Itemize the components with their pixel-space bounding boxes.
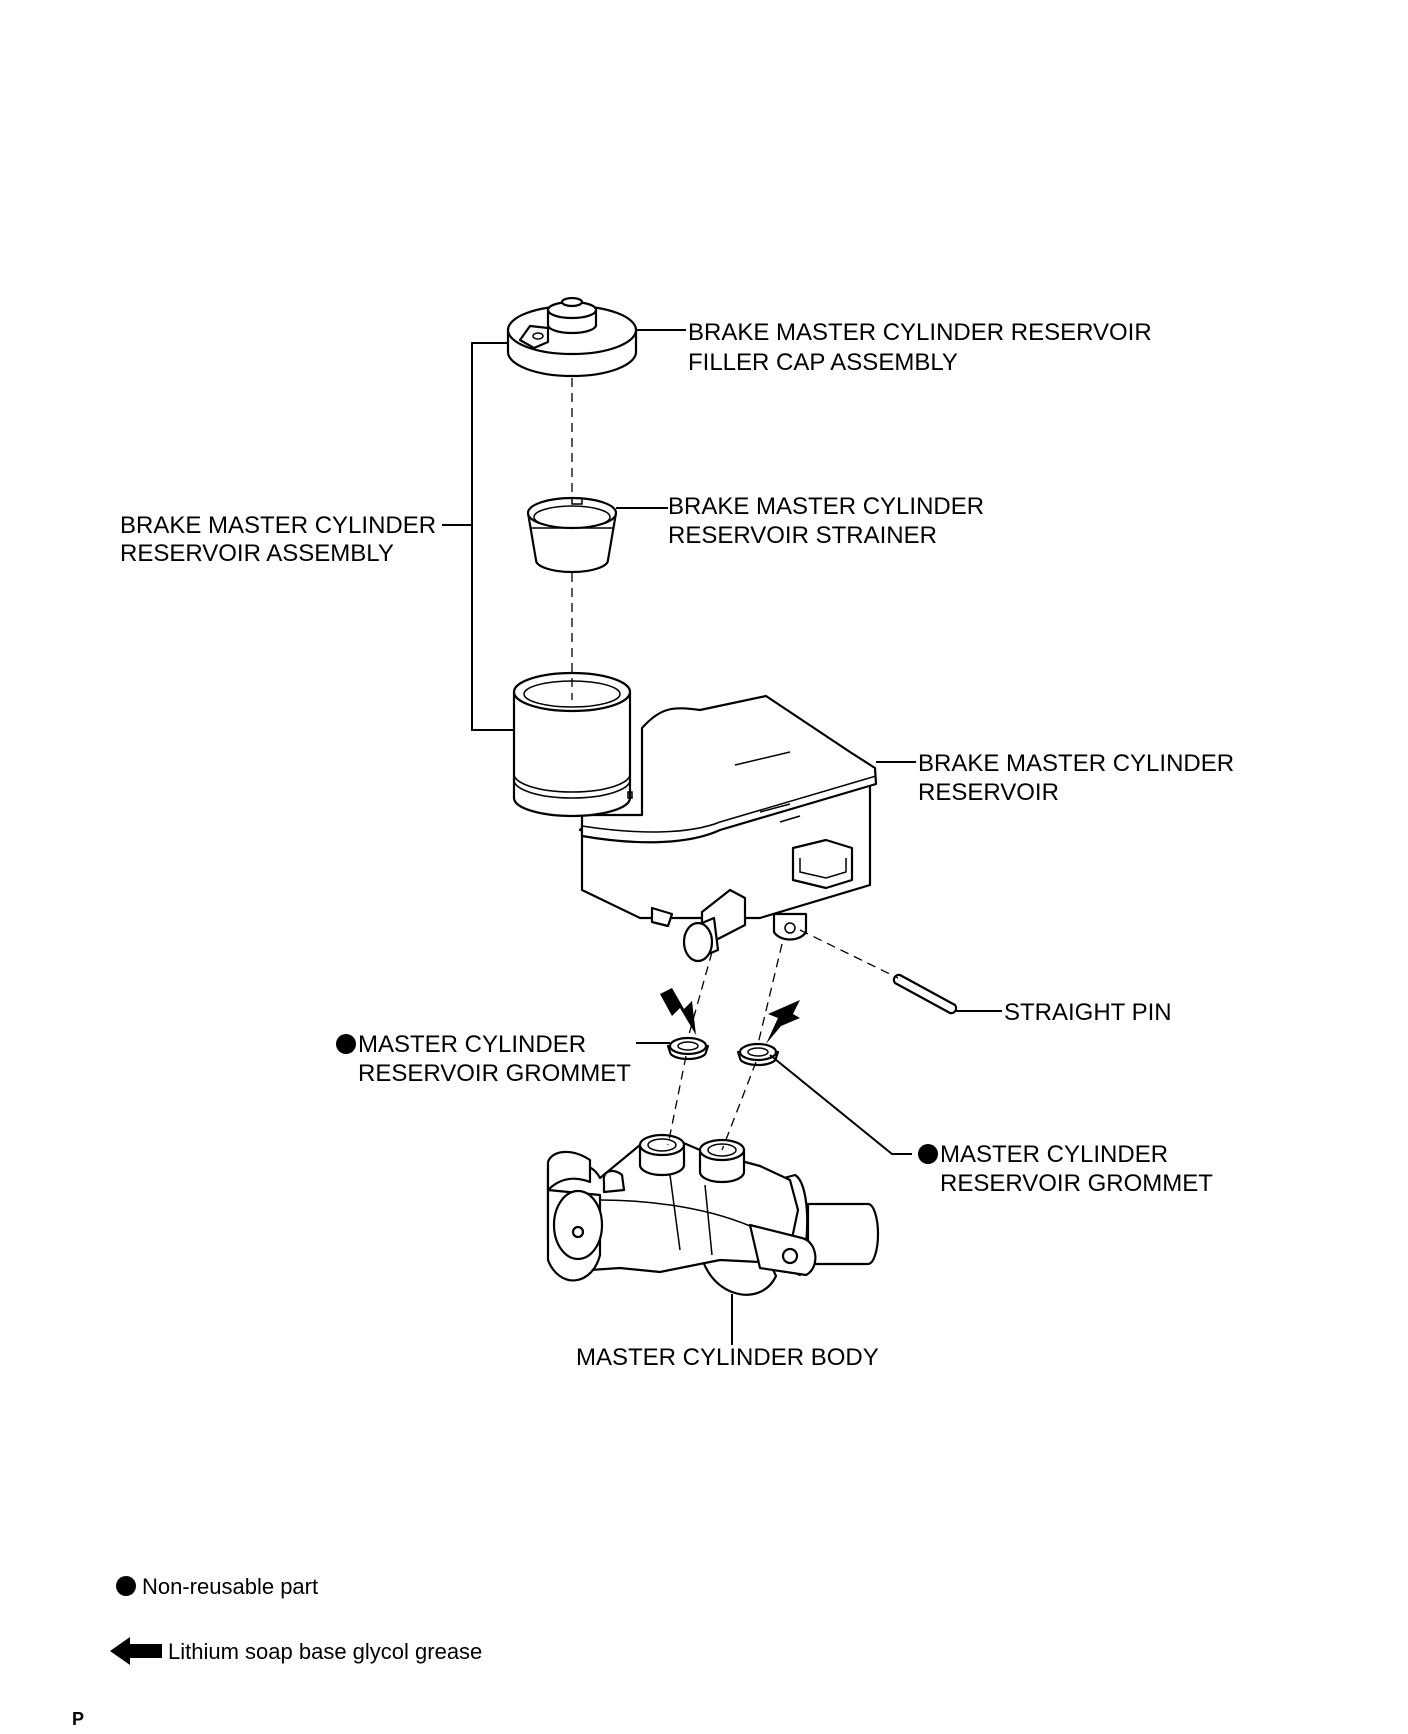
reservoir-label-line1: BRAKE MASTER CYLINDER (918, 750, 1234, 777)
strainer-label-line1: BRAKE MASTER CYLINDER (668, 493, 984, 520)
master-cylinder-body-label: MASTER CYLINDER BODY (576, 1344, 879, 1371)
grease-arrow-right-icon (766, 1000, 800, 1044)
legend: Non-reusable part Lithium soap base glyc… (110, 1574, 482, 1665)
master-cylinder-body (546, 1133, 880, 1296)
grommet-right-label-line2: RESERVOIR GROMMET (940, 1170, 1213, 1197)
brake-master-cylinder-reservoir (512, 671, 878, 963)
grease-arrow-left-icon (660, 988, 696, 1035)
legend-grease-label: Lithium soap base glycol grease (168, 1639, 482, 1664)
straight-pin-label: STRAIGHT PIN (1004, 999, 1172, 1026)
filler-cap-label-line1: BRAKE MASTER CYLINDER RESERVOIR (688, 319, 1152, 346)
non-reusable-marker-icon (336, 1034, 356, 1054)
strainer-label-line2: RESERVOIR STRAINER (668, 522, 937, 549)
filled-circle-icon (116, 1576, 136, 1596)
reservoir-assembly-label-line2: RESERVOIR ASSEMBLY (120, 540, 394, 567)
arrow-left-icon (110, 1637, 162, 1665)
straight-pin (892, 973, 958, 1015)
reservoir-strainer (526, 496, 618, 574)
filler-cap-label-line2: FILLER CAP ASSEMBLY (688, 349, 958, 376)
filler-cap-assembly (506, 296, 638, 378)
reservoir-grommet-left (666, 1036, 710, 1061)
non-reusable-marker-icon (918, 1144, 938, 1164)
page-mark: P (72, 1709, 84, 1729)
grommet-left-label-line2: RESERVOIR GROMMET (358, 1060, 631, 1087)
reservoir-grommet-right (736, 1042, 780, 1067)
legend-non-reusable-label: Non-reusable part (142, 1574, 318, 1599)
reservoir-assembly-label-line1: BRAKE MASTER CYLINDER (120, 512, 436, 539)
reservoir-label-line2: RESERVOIR (918, 779, 1059, 806)
grommet-left-label-line1: MASTER CYLINDER (358, 1031, 586, 1058)
grommet-right-label-line1: MASTER CYLINDER (940, 1141, 1168, 1168)
